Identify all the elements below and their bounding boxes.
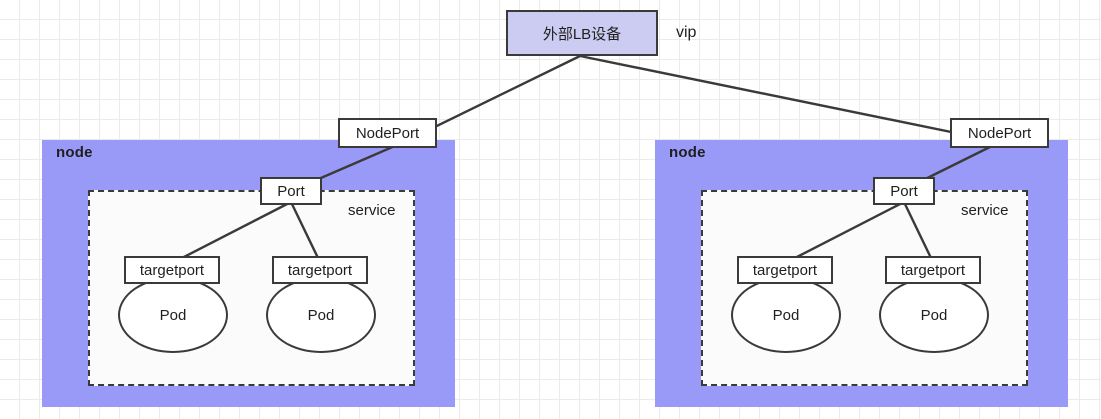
nodeport-box-right[interactable]: NodePort [950,118,1049,148]
external-lb-label: 外部LB设备 [542,25,622,43]
external-lb-box[interactable]: 外部LB设备 [506,10,658,56]
pod-label-right-2: Pod [920,306,948,324]
targetport-label-right-2: targetport [900,261,966,279]
service-label-left: service [348,202,396,219]
targetport-label-left-1: targetport [139,261,205,279]
node-label-left: node [56,144,93,161]
targetport-label-left-2: targetport [287,261,353,279]
pod-right-2[interactable]: Pod [879,277,989,353]
pod-right-1[interactable]: Pod [731,277,841,353]
pod-label-right-1: Pod [772,306,800,324]
nodeport-box-left[interactable]: NodePort [338,118,437,148]
node-label-right: node [669,144,706,161]
pod-left-2[interactable]: Pod [266,277,376,353]
targetport-box-right-2[interactable]: targetport [885,256,981,284]
nodeport-label-right: NodePort [967,124,1032,142]
pod-left-1[interactable]: Pod [118,277,228,353]
targetport-label-right-1: targetport [752,261,818,279]
vip-annotation: vip [676,24,697,41]
port-label-left: Port [277,182,305,200]
targetport-box-left-1[interactable]: targetport [124,256,220,284]
targetport-box-right-1[interactable]: targetport [737,256,833,284]
nodeport-label-left: NodePort [355,124,420,142]
targetport-box-left-2[interactable]: targetport [272,256,368,284]
pod-label-left-2: Pod [307,306,335,324]
port-box-right[interactable]: Port [873,177,935,205]
service-label-right: service [961,202,1009,219]
port-label-right: Port [890,182,918,200]
pod-label-left-1: Pod [159,306,187,324]
port-box-left[interactable]: Port [260,177,322,205]
